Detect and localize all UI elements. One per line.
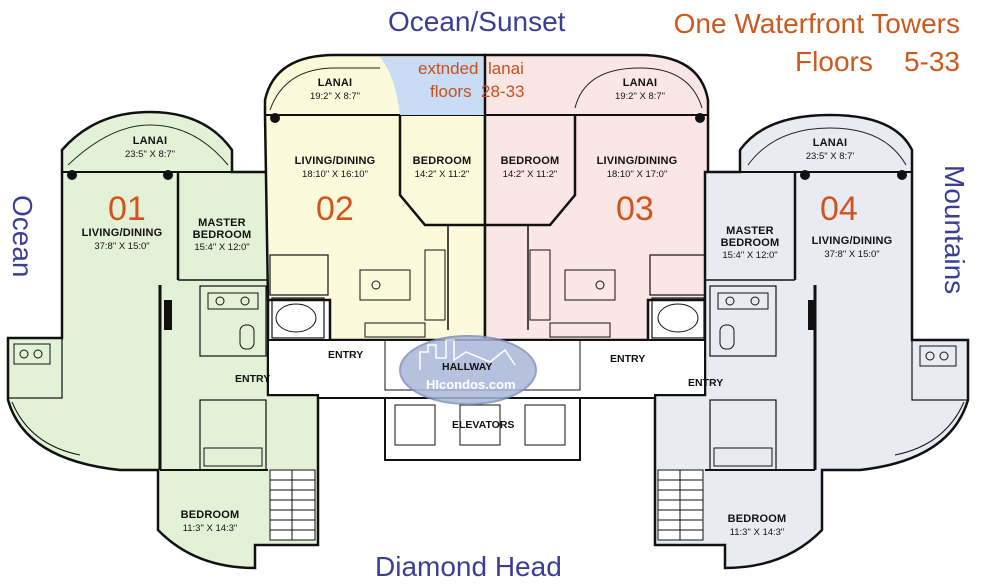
entry-label-02: ENTRY: [328, 349, 364, 361]
room-label-04-lanai: LANAI 23:5" X 8:7': [805, 137, 855, 162]
room-label-03-living: LIVING/DINING 18:10" X 17:0": [596, 155, 678, 180]
watermark-text: HIcondos.com: [426, 377, 516, 392]
unit-number-02: 02: [316, 190, 354, 228]
room-label-01-bedroom: BEDROOM 11:3" X 14:3": [180, 509, 240, 534]
room-label-01-living: LIVING/DINING 37:8" X 15:0": [81, 227, 163, 252]
entry-label-03: ENTRY: [610, 353, 646, 365]
direction-bottom: Diamond Head: [375, 551, 562, 582]
room-label-02-living: LIVING/DINING 18:10" X 16:10": [294, 155, 376, 180]
unit-02-area: [263, 53, 487, 342]
watermark-logo: [399, 335, 537, 405]
hallway-label: HALLWAY: [442, 361, 493, 373]
entry-label-01: ENTRY: [235, 373, 271, 385]
room-label-01-master: MASTER BEDROOM 15:4" X 12:0": [192, 217, 252, 254]
elevators-label: ELEVATORS: [452, 419, 515, 431]
room-label-04-bedroom: BEDROOM 11:3" X 14:3": [727, 513, 787, 538]
entry-label-04: ENTRY: [688, 377, 724, 389]
unit-03-area: [483, 53, 710, 342]
unit-03-fill: [483, 53, 710, 342]
unit-number-01: 01: [108, 190, 146, 228]
room-label-02-lanai: LANAI 19:2" X 8:7": [309, 77, 361, 102]
unit-number-04: 04: [820, 190, 858, 228]
unit-01-area: [6, 110, 320, 570]
building-title: One Waterfront Towers: [673, 8, 960, 39]
room-label-04-living: LIVING/DINING 37:8" X 15:0": [811, 235, 893, 260]
extended-lanai-line2: floors 28-33: [430, 82, 525, 101]
room-label-03-lanai: LANAI 19:2" X 8:7": [614, 77, 666, 102]
unit-01-fill: [6, 110, 320, 570]
floors-range: Floors 5-33: [795, 46, 960, 77]
unit-04-fill: [653, 113, 970, 570]
room-label-03-bedroom: BEDROOM 14:2" X 11:2": [500, 155, 560, 180]
room-label-04-master: MASTER BEDROOM 15:4" X 12:0": [720, 225, 780, 262]
unit-number-03: 03: [616, 190, 654, 228]
direction-right: Mountains: [939, 165, 970, 295]
room-label-02-bedroom: BEDROOM 14:2" X 11:2": [412, 155, 472, 180]
room-label-01-lanai: LANAI 23:5" X 8:7": [124, 135, 176, 160]
direction-top: Ocean/Sunset: [388, 6, 566, 37]
direction-left: Ocean: [7, 195, 38, 278]
unit-04-area: [653, 113, 970, 570]
extended-lanai-line1: extnded lanai: [418, 59, 524, 78]
